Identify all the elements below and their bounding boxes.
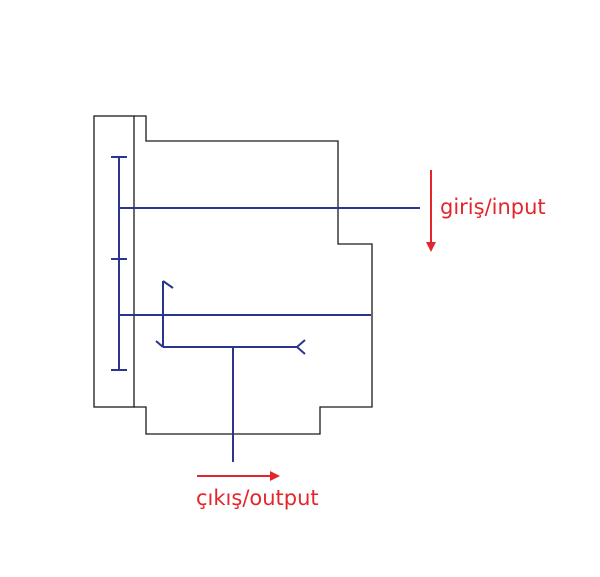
housing-left-plate	[93, 115, 135, 408]
gearbox-housing	[93, 115, 373, 435]
housing-body	[134, 115, 373, 435]
input-arrow-head	[426, 242, 436, 252]
input-label: giriş/input	[440, 195, 546, 219]
bevel-gear-top-tip	[162, 280, 174, 289]
gear-train	[111, 156, 420, 462]
output-bevel-gear-tip	[296, 346, 306, 355]
input-indicator: giriş/input	[426, 170, 546, 252]
output-label: çıkış/output	[196, 486, 319, 510]
output-bevel-gear-tip-upper	[296, 339, 306, 348]
output-arrow-head	[270, 471, 280, 481]
bevel-gear-bottom-tip	[155, 340, 164, 348]
output-indicator: çıkış/output	[196, 471, 319, 510]
